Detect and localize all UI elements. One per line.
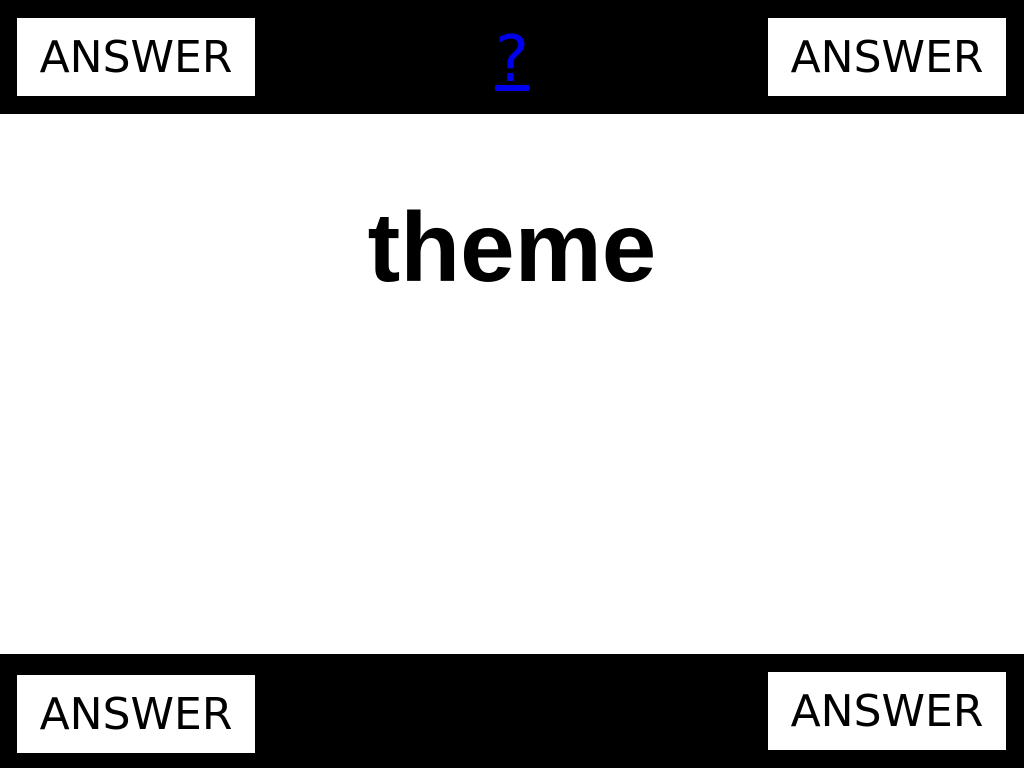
answer-label: ANSWER bbox=[39, 31, 233, 83]
answer-label: ANSWER bbox=[790, 685, 984, 737]
answer-label: ANSWER bbox=[39, 688, 233, 740]
answer-button-top-right[interactable]: ANSWER bbox=[768, 18, 1006, 96]
answer-button-bottom-left[interactable]: ANSWER bbox=[17, 675, 255, 753]
answer-label: ANSWER bbox=[790, 31, 984, 83]
answer-button-bottom-right[interactable]: ANSWER bbox=[768, 672, 1006, 750]
answer-button-top-left[interactable]: ANSWER bbox=[17, 18, 255, 96]
vocabulary-word: theme bbox=[367, 192, 657, 302]
question-link[interactable]: ? bbox=[495, 23, 529, 97]
